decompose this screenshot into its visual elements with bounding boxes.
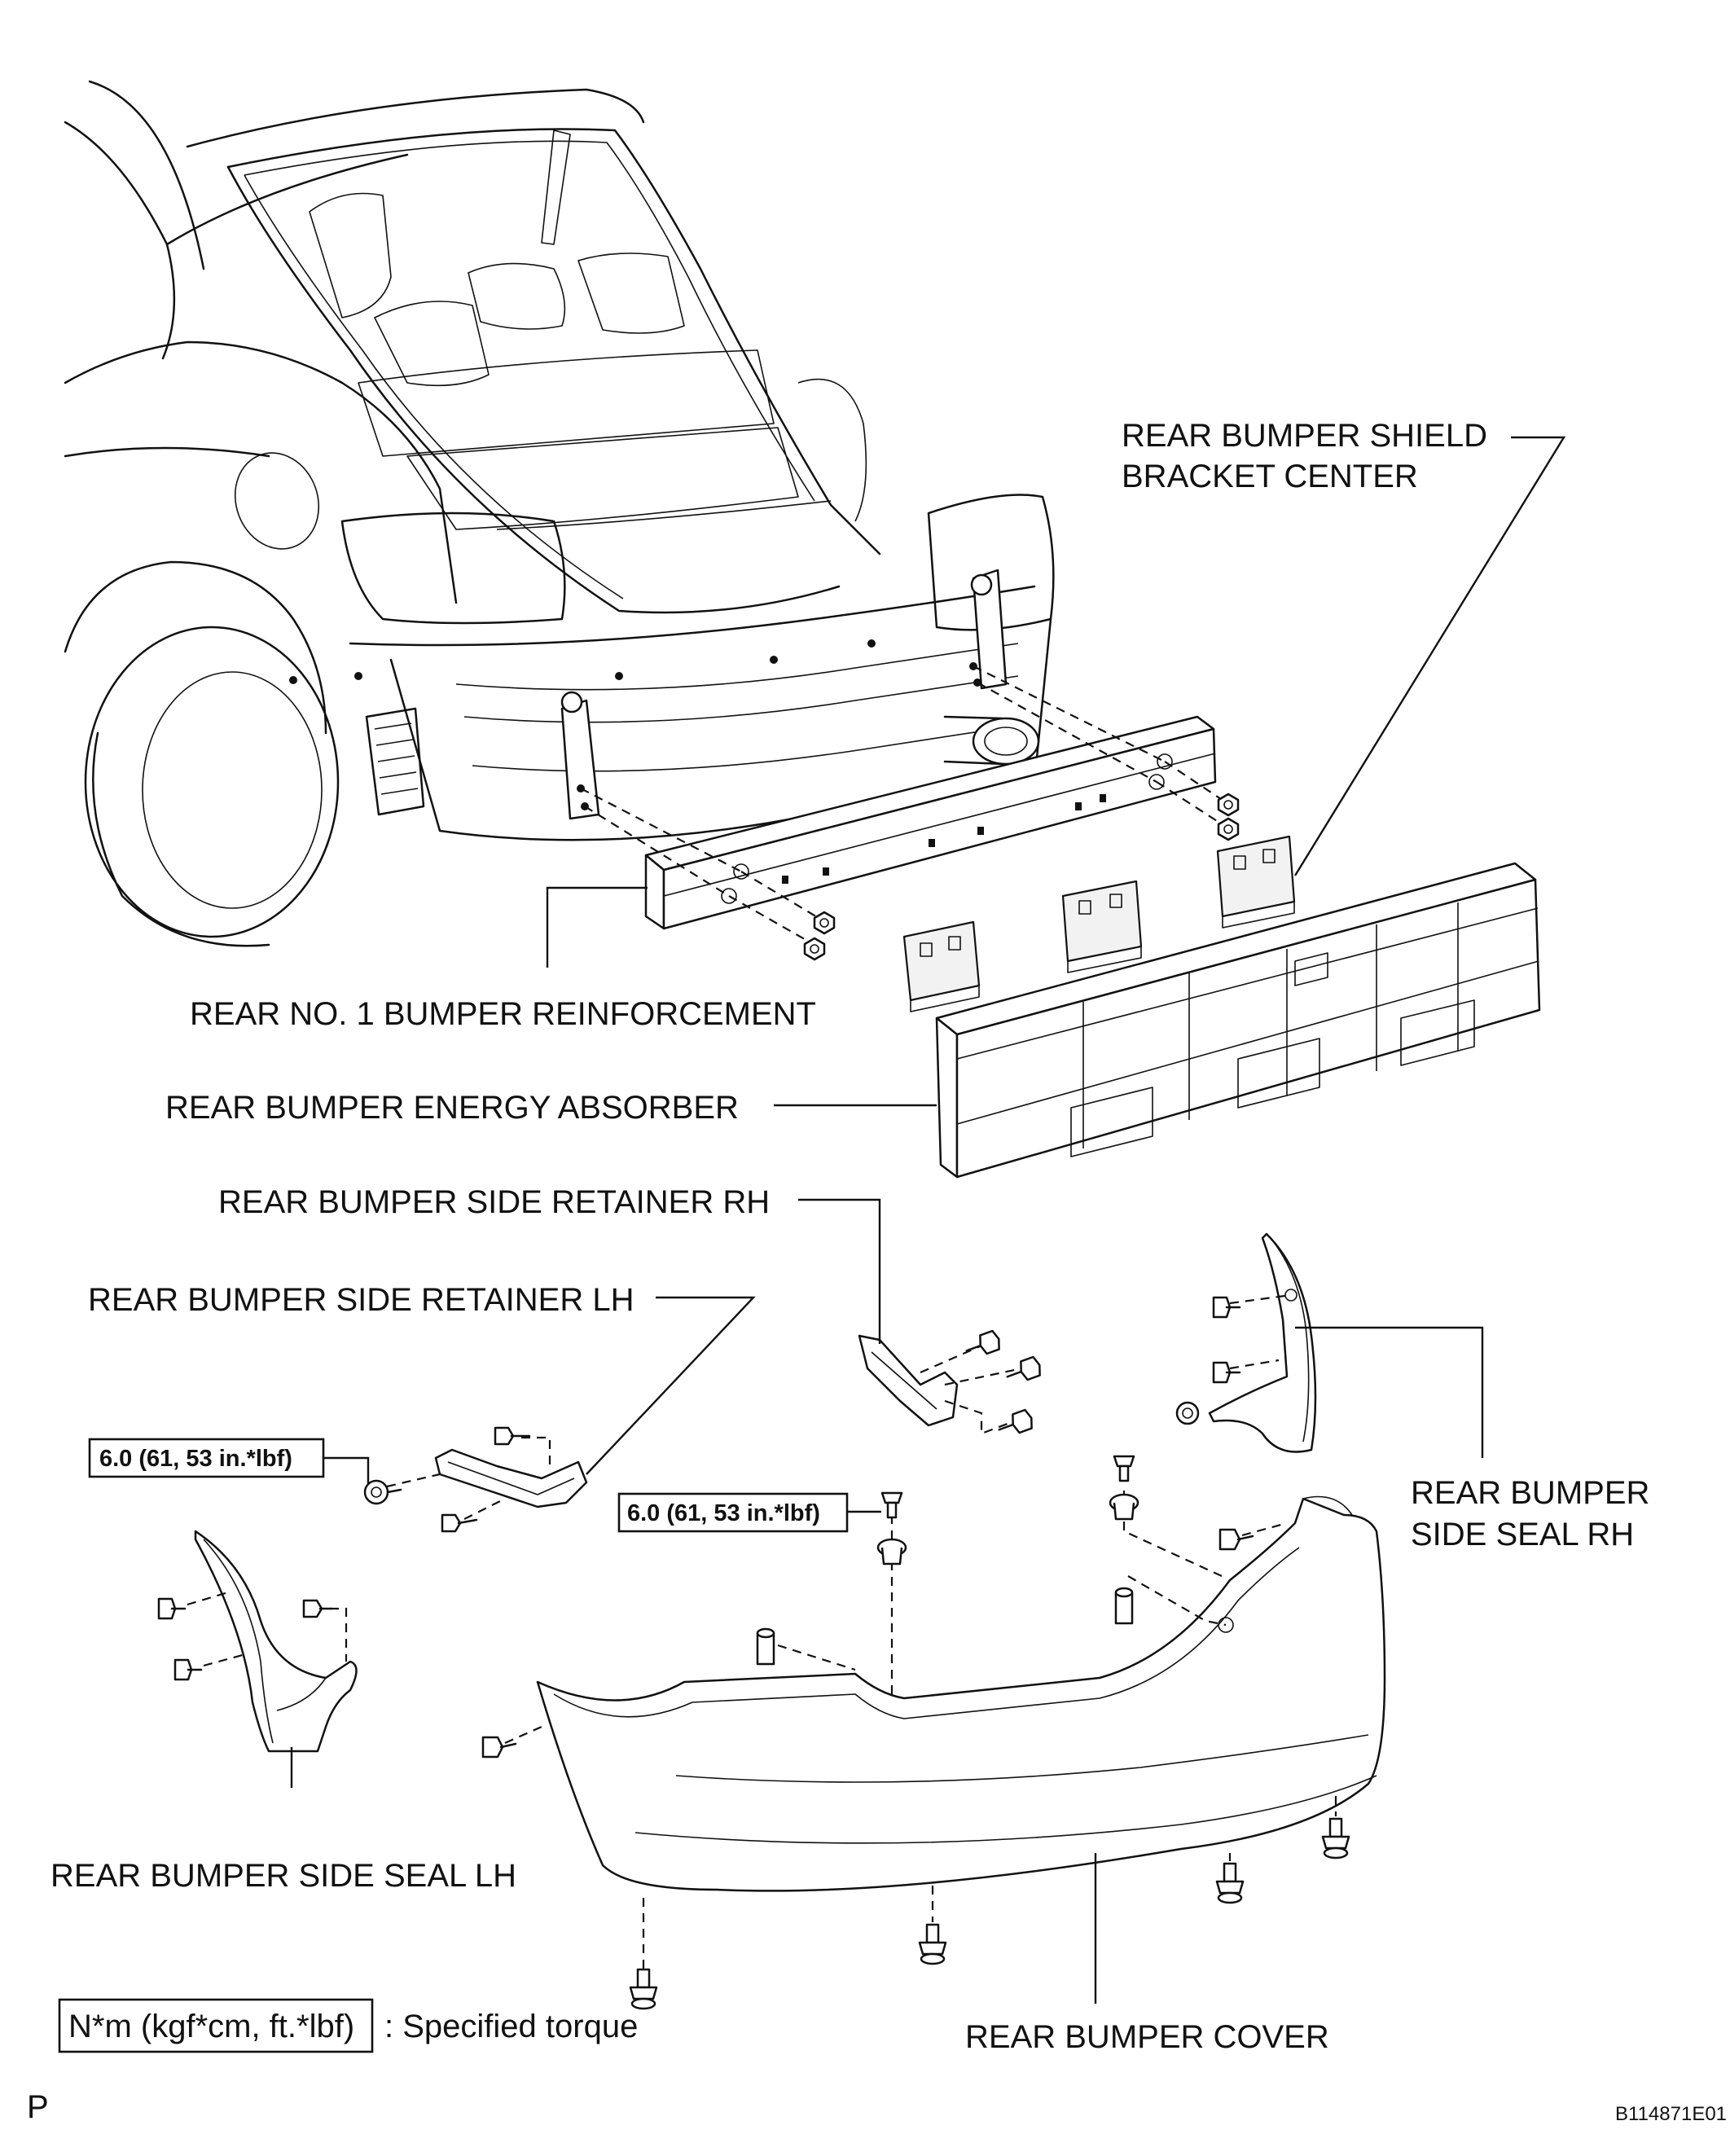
label-side-retainer-rh: REAR BUMPER SIDE RETAINER RH xyxy=(218,1184,770,1220)
label-side-retainer-lh: REAR BUMPER SIDE RETAINER LH xyxy=(88,1282,634,1318)
figure-id: B114871E01 xyxy=(1615,2103,1727,2125)
vehicle-rear-body xyxy=(64,80,1055,947)
leader-lines xyxy=(290,436,1566,2004)
torque-legend: N*m (kgf*cm, ft.*lbf) : Specified torque xyxy=(58,1998,638,2053)
dash-retainer-rh xyxy=(920,1342,1023,1435)
torque-value-cover-top: 6.0 (61, 53 in.*lbf) xyxy=(627,1500,820,1526)
retainer-lh-screws xyxy=(363,1426,531,1533)
torque-box-retainer-lh: 6.0 (61, 53 in.*lbf) xyxy=(88,1438,325,1478)
label-side-seal-rh-line2: SIDE SEAL RH xyxy=(1411,1517,1634,1552)
dash-cover-bottom xyxy=(642,1796,1337,1971)
dash-seal-lh xyxy=(187,1591,348,1667)
label-energy-absorber: REAR BUMPER ENERGY ABSORBER xyxy=(165,1090,739,1126)
dash-nut-left xyxy=(728,871,823,946)
nuts xyxy=(803,793,1240,961)
torque-box-cover-top: 6.0 (61, 53 in.*lbf) xyxy=(617,1492,849,1533)
label-reinforcement: REAR NO. 1 BUMPER REINFORCEMENT xyxy=(190,996,816,1032)
label-bumper-cover: REAR BUMPER COVER xyxy=(965,2019,1329,2055)
rear-bumper-cover xyxy=(536,1495,1386,1892)
label-shield-bracket-line2: BRACKET CENTER xyxy=(1122,459,1418,494)
legend-box-text: N*m (kgf*cm, ft.*lbf) xyxy=(68,2009,354,2044)
legend-description: : Specified torque xyxy=(384,2009,638,2044)
dash-cover-side xyxy=(504,1521,1288,1745)
rear-no1-bumper-reinforcement xyxy=(644,715,1217,930)
label-side-seal-lh: REAR BUMPER SIDE SEAL LH xyxy=(50,1858,516,1894)
dash-seal-rh xyxy=(1229,1293,1292,1370)
rear-bumper-side-retainer-lh xyxy=(434,1448,588,1508)
cover-fasteners xyxy=(481,1455,1350,2010)
torque-value-retainer-lh: 6.0 (61, 53 in.*lbf) xyxy=(99,1446,292,1472)
seal-rh-screws xyxy=(1175,1296,1241,1425)
rear-bumper-side-seal-rh xyxy=(1208,1232,1317,1453)
corner-mark: P xyxy=(27,2089,49,2125)
label-side-seal-rh-line1: REAR BUMPER xyxy=(1411,1475,1649,1511)
seal-lh-screws xyxy=(157,1597,333,1681)
dash-retainer-lh xyxy=(386,1436,551,1520)
rear-bumper-side-seal-lh xyxy=(194,1530,358,1753)
dash-mount-right xyxy=(973,665,1166,783)
rear-bumper-shield-brackets xyxy=(902,835,1296,1012)
dash-nut-right xyxy=(1156,761,1227,828)
label-shield-bracket-line1: REAR BUMPER SHIELD xyxy=(1122,418,1487,454)
rear-bumper-side-retainer-rh xyxy=(858,1334,959,1427)
dash-mount-left xyxy=(580,788,742,897)
retainer-rh-screws xyxy=(965,1329,1041,1434)
rear-bumper-energy-absorber xyxy=(935,862,1541,1179)
